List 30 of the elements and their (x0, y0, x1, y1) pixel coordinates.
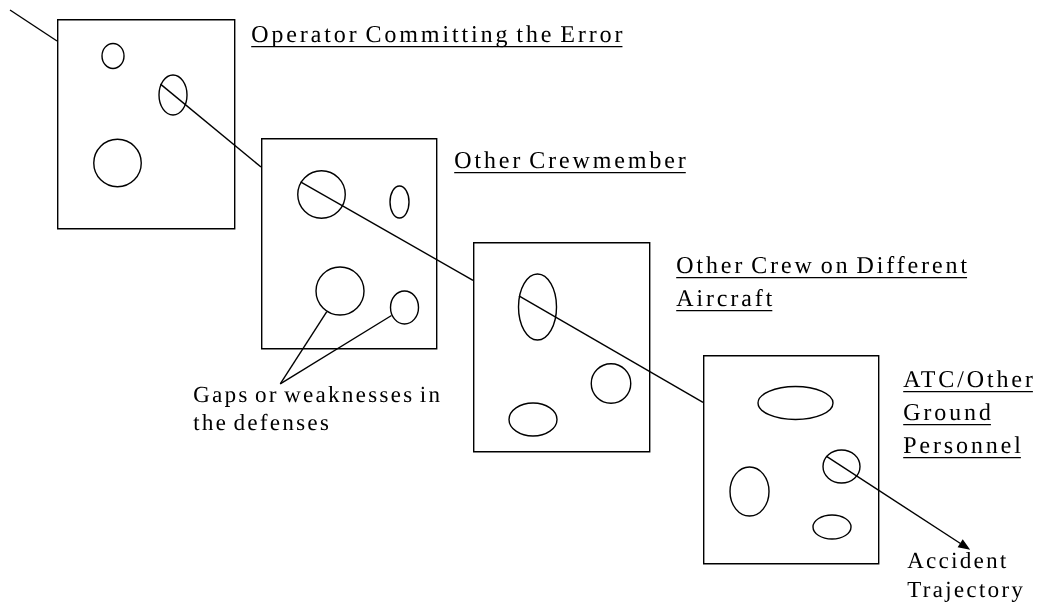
layer-box (57, 19, 236, 230)
layer-heading: ATC/Other Ground Personnel (902, 370, 1034, 459)
trajectory-line (159, 83, 262, 168)
hole (508, 402, 558, 437)
hole (315, 266, 365, 316)
hole (101, 42, 125, 70)
hole (590, 363, 632, 404)
trajectory-line (9, 9, 58, 42)
hole (812, 514, 852, 540)
hole (297, 170, 346, 219)
layer-heading: Operator Committing the Error (250, 25, 624, 48)
layer-heading: Other Crew on Different Aircraft (675, 256, 968, 312)
hole (389, 290, 420, 325)
leader-line (279, 314, 393, 385)
layer-heading: Other Crewmember (453, 151, 687, 174)
hole (93, 138, 142, 188)
layer-box (261, 138, 438, 350)
hole (729, 466, 770, 517)
hole (757, 385, 834, 421)
hole (158, 74, 188, 116)
trajectory-line (518, 295, 704, 404)
hole (822, 449, 861, 484)
hole (517, 273, 558, 341)
hole (389, 185, 410, 219)
layer-box (703, 355, 880, 565)
layer-box (473, 242, 651, 453)
trajectory-label: Accident Trajectory (907, 552, 1023, 602)
trajectory-line (299, 181, 474, 282)
annotation-text: Gaps or weaknesses in the defenses (193, 386, 440, 431)
leader-line (279, 311, 328, 385)
